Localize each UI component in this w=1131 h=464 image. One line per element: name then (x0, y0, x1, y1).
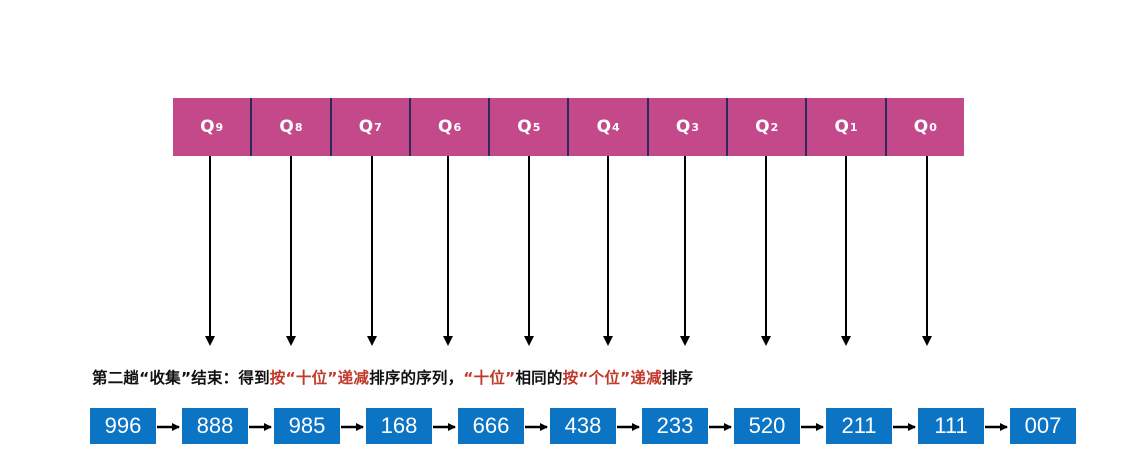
queue-index: 2 (770, 120, 779, 134)
sequence-item: 233 (642, 408, 708, 444)
caption-part: 排序 (661, 369, 694, 387)
sequence-item: 111 (918, 408, 984, 444)
caption-highlight: “十位” (463, 369, 516, 387)
queue-label: Q (596, 117, 612, 137)
sequence-item: 520 (734, 408, 800, 444)
queue-label: Q (755, 117, 770, 137)
queue-index: 5 (532, 120, 541, 134)
queue-index: 4 (612, 120, 620, 134)
caption-part: 排序的序列， (369, 369, 464, 387)
queue-index: 1 (849, 120, 858, 134)
caption-part: 第二趟“收集”结束：得到 (92, 369, 270, 387)
sequence-item: 168 (366, 408, 432, 444)
sequence-item: 438 (550, 408, 616, 444)
caption-highlight: 按“十位”递减 (269, 369, 370, 387)
sequence-item: 888 (182, 408, 248, 444)
sequence-item: 666 (458, 408, 524, 444)
queue-label: Q (279, 117, 294, 137)
queue-label: Q (200, 117, 215, 137)
queue-index: 8 (294, 120, 303, 134)
sequence-item: 007 (1010, 408, 1076, 444)
sequence-item: 996 (90, 408, 156, 444)
sequence-item: 985 (274, 408, 340, 444)
caption: 第二趟“收集”结束：得到按“十位”递减排序的序列，“十位”相同的按“个位”递减排… (92, 366, 693, 388)
queue-label: Q (834, 117, 849, 137)
queue-index: 9 (215, 120, 224, 134)
queue-label: Q (675, 117, 691, 137)
caption-highlight: 按“个位”递减 (562, 369, 662, 387)
queue-label: Q (913, 117, 929, 137)
queue-label: Q (358, 117, 374, 137)
queue-index: 0 (929, 120, 937, 134)
queue-index: 3 (691, 120, 699, 134)
queue-index: 6 (453, 120, 462, 134)
queue-label: Q (437, 117, 453, 137)
queue-index: 7 (374, 120, 382, 134)
queue-label: Q (517, 117, 532, 137)
caption-part: 相同的 (515, 369, 563, 387)
sequence-item: 211 (826, 408, 892, 444)
